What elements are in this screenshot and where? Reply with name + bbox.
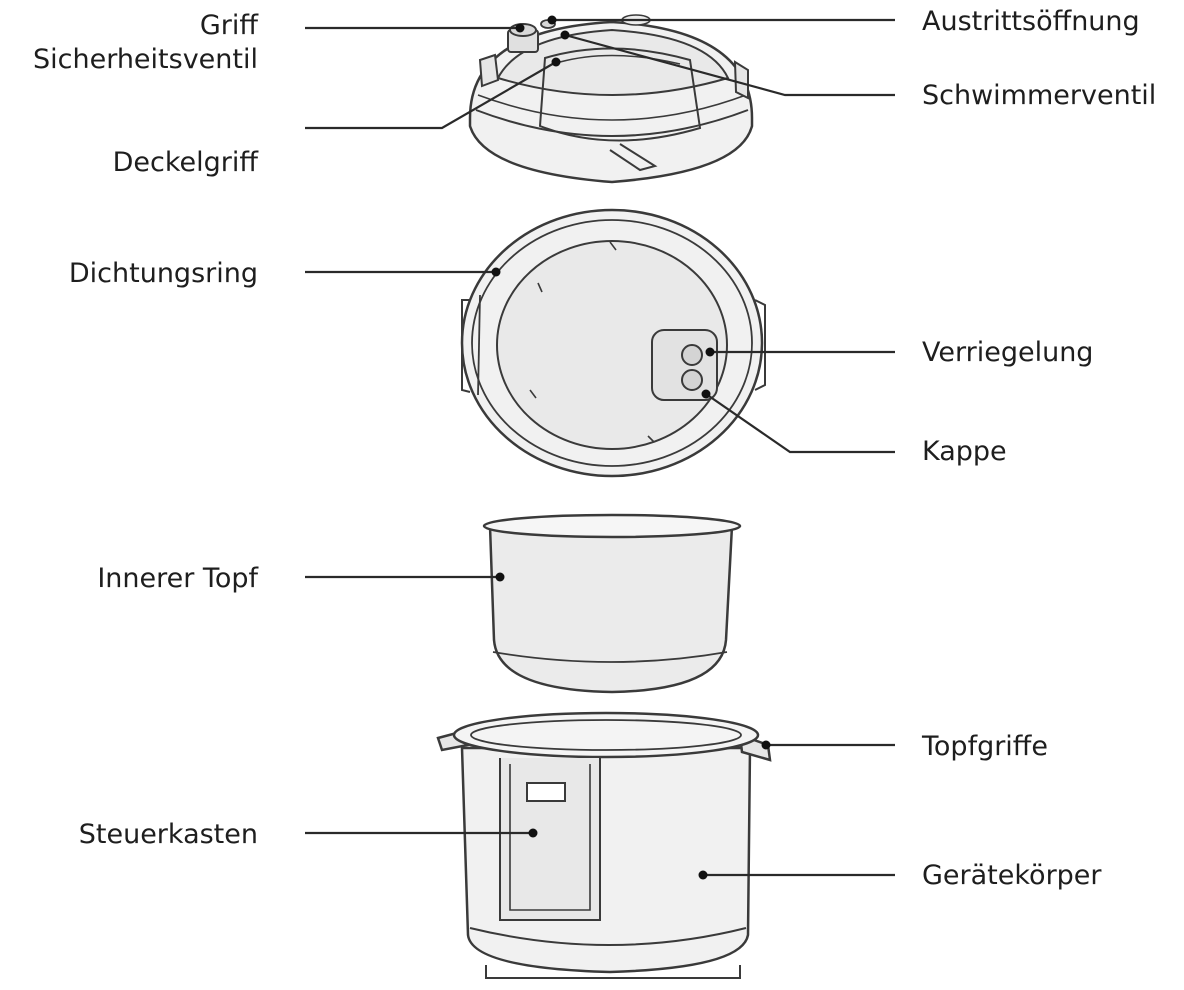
dot-griff — [515, 23, 525, 33]
dot-verriegelung — [705, 347, 715, 357]
label-deckelgriff: Deckelgriff — [112, 147, 258, 178]
housing-part — [436, 711, 772, 979]
dot-dichtungsring — [491, 267, 501, 277]
lid-underside-part — [460, 208, 766, 478]
label-dichtungsring: Dichtungsring — [68, 258, 258, 289]
label-kappe: Kappe — [922, 436, 1007, 467]
label-geraetekoerper: Gerätekörper — [922, 860, 1102, 891]
leader-deckelgriff — [305, 61, 557, 130]
label-griff: Griff — [199, 10, 258, 41]
label-topfgriffe: Topfgriffe — [922, 731, 1049, 762]
label-steuerkasten: Steuerkasten — [78, 819, 258, 850]
label-schwimmerventil: Schwimmerventil — [922, 80, 1157, 111]
leader-dots — [491, 15, 771, 880]
inner-pot-part — [482, 513, 742, 694]
leader-schwimmerventil — [564, 33, 895, 97]
label-austrittsoeffnung: Austrittsöffnung — [922, 6, 1140, 37]
dot-schwimmerventil — [560, 30, 570, 40]
dot-kappe — [701, 389, 711, 399]
dot-geraetekoerper — [698, 870, 708, 880]
lid-part — [468, 14, 754, 184]
leader-lines — [305, 18, 895, 877]
dot-steuerkasten — [528, 828, 538, 838]
label-sicherheitsventil: Sicherheitsventil — [32, 44, 258, 75]
label-verriegelung: Verriegelung — [922, 337, 1094, 368]
dot-innerer-topf — [495, 572, 505, 582]
label-innerer-topf: Innerer Topf — [97, 563, 258, 594]
dot-topfgriffe — [761, 740, 771, 750]
dot-austrittsoeffnung — [547, 15, 557, 25]
leader-kappe — [705, 393, 895, 454]
dot-deckelgriff — [551, 57, 561, 67]
